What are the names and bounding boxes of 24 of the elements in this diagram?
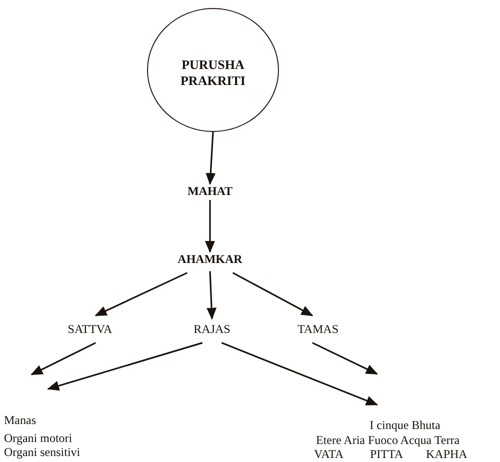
arrow <box>94 272 188 316</box>
node-label: Manas <box>4 413 36 427</box>
node-label: AHAMKAR <box>178 252 242 266</box>
arrow <box>205 200 215 253</box>
node-label: RAJAS <box>194 322 230 336</box>
arrow <box>312 342 378 375</box>
arrow <box>221 342 378 406</box>
node-label: KAPHA <box>426 447 468 461</box>
concept-circle <box>147 8 279 132</box>
arrow <box>232 272 314 316</box>
arrow <box>47 342 203 391</box>
node-label: Organi motori <box>4 431 72 445</box>
node-label: SATTVA <box>68 322 112 336</box>
node-label: I cinque Bhuta <box>370 418 440 432</box>
arrow <box>206 132 216 185</box>
node-label: Organi sensitivi <box>4 445 80 459</box>
node-label: VATA <box>314 447 344 461</box>
arrow <box>206 271 217 320</box>
node-label: MAHAT <box>187 184 233 198</box>
node-label: PURUSHA PRAKRITI <box>179 57 246 89</box>
node-label: Etere Aria Fuoco Acqua Terra <box>316 433 460 447</box>
arrow <box>30 342 96 376</box>
node-label: TAMAS <box>297 322 339 336</box>
node-label: PITTA <box>370 447 404 461</box>
